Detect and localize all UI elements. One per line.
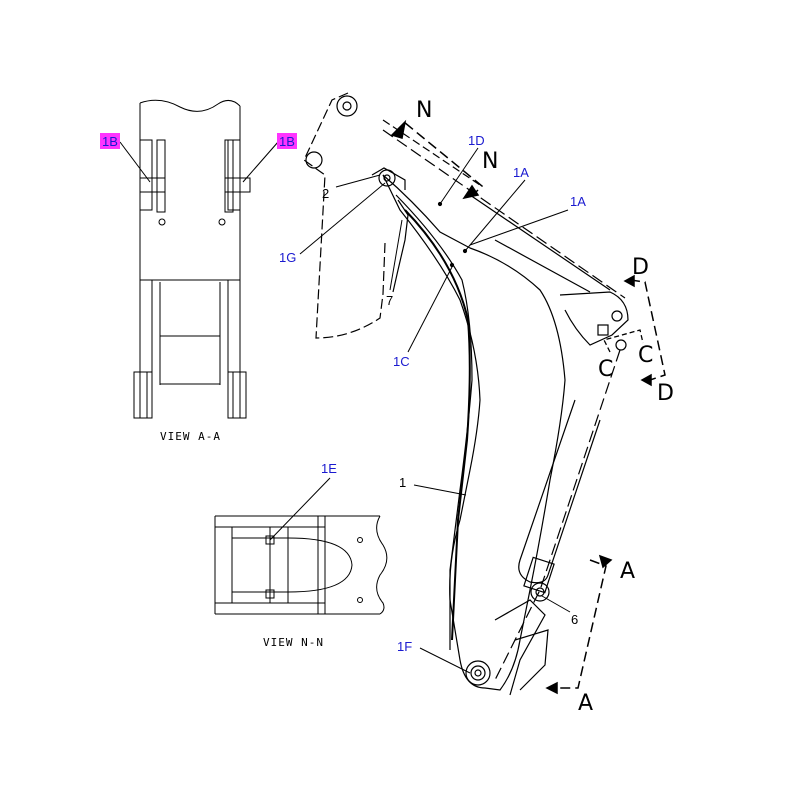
- callout-1a-lower[interactable]: 1A: [570, 194, 586, 209]
- section-c-right: C: [638, 343, 653, 368]
- leader-1b-right: [242, 141, 279, 183]
- callout-2[interactable]: 2: [322, 186, 329, 201]
- callout-1f[interactable]: 1F: [397, 639, 412, 654]
- section-d-marker: [623, 274, 666, 387]
- section-a-top: A: [620, 559, 635, 584]
- section-a-bottom: A: [578, 691, 593, 716]
- section-n-top: N: [416, 98, 432, 123]
- section-d-top: D: [632, 255, 649, 280]
- section-n-bottom: N: [482, 149, 498, 174]
- callout-1c[interactable]: 1C: [393, 354, 410, 369]
- section-c-left: C: [598, 357, 613, 382]
- callout-1a-upper[interactable]: 1A: [513, 165, 529, 180]
- boom-assembly: [303, 92, 629, 696]
- callout-1[interactable]: 1: [399, 475, 406, 490]
- highlight-1b-right: [277, 133, 297, 149]
- leader-1e: [269, 477, 331, 541]
- callout-7[interactable]: 7: [386, 293, 393, 308]
- section-n-marker: [390, 119, 484, 200]
- view-n-n-caption: VIEW N-N: [263, 636, 324, 649]
- leader-1b-left: [119, 141, 151, 183]
- callout-1b-left[interactable]: 1B: [102, 134, 118, 149]
- view-a-a: [133, 99, 251, 419]
- callout-1g[interactable]: 1G: [279, 250, 296, 265]
- leader-lines: [299, 147, 571, 674]
- callout-1e[interactable]: 1E: [321, 461, 337, 476]
- callout-1b-right[interactable]: 1B: [279, 134, 295, 149]
- callout-1d[interactable]: 1D: [468, 133, 485, 148]
- view-n-n: [214, 515, 388, 615]
- section-d-bottom: D: [657, 381, 674, 406]
- highlight-1b-left: [100, 133, 120, 149]
- view-a-a-caption: VIEW A-A: [160, 430, 221, 443]
- section-a-marker: [545, 554, 613, 695]
- callout-6[interactable]: 6: [571, 612, 578, 627]
- section-c-marker: [603, 329, 644, 353]
